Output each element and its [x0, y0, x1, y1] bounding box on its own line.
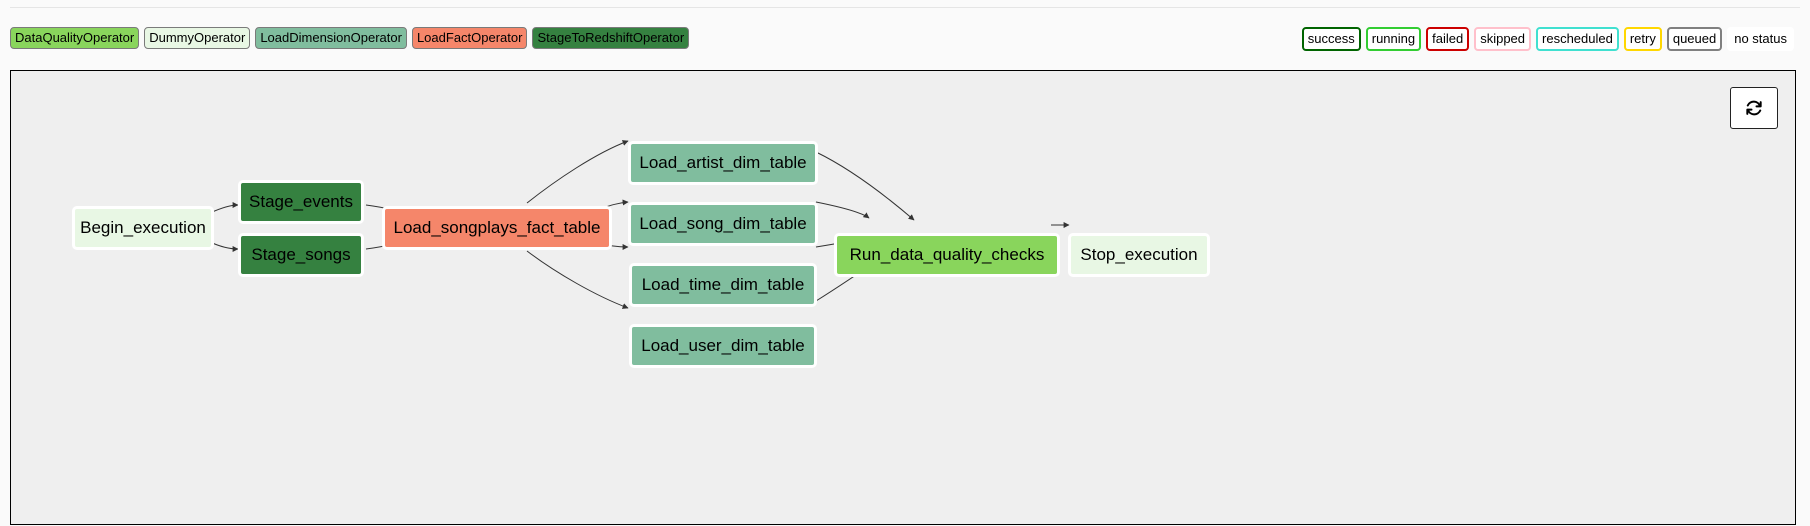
task-label: Run_data_quality_checks: [849, 245, 1045, 264]
task-label: Begin_execution: [80, 218, 206, 237]
task-label: Stage_events: [249, 192, 353, 211]
top-divider: [10, 7, 1800, 8]
task-label: Load_song_dim_table: [639, 214, 807, 233]
task-load-artist-dim-table[interactable]: Load_artist_dim_table: [628, 141, 818, 185]
task-stage-events[interactable]: Stage_events: [238, 180, 364, 224]
legend-dummy-operator[interactable]: DummyOperator: [144, 27, 251, 49]
status-running[interactable]: running: [1365, 27, 1422, 51]
edge-begin-stage-songs: [209, 241, 239, 252]
graph-canvas[interactable]: Begin_execution Stage_events Stage_songs…: [10, 70, 1796, 525]
legend-load-fact-operator[interactable]: LoadFactOperator: [411, 27, 528, 49]
operator-legend: DataQualityOperator DummyOperator LoadDi…: [10, 27, 690, 49]
task-label: Stop_execution: [1080, 245, 1198, 264]
task-run-data-quality-checks[interactable]: Run_data_quality_checks: [834, 233, 1060, 277]
status-failed[interactable]: failed: [1426, 27, 1470, 51]
task-load-user-dim-table[interactable]: Load_user_dim_table: [629, 324, 817, 368]
legend-stage-to-redshift-operator[interactable]: StageToRedshiftOperator: [532, 27, 690, 49]
task-load-song-dim-table[interactable]: Load_song_dim_table: [628, 202, 818, 246]
task-load-songplays-fact-table[interactable]: Load_songplays_fact_table: [382, 206, 612, 250]
edge-artist-quality: [815, 151, 915, 221]
edge-song-quality: [815, 201, 870, 219]
status-retry[interactable]: retry: [1623, 27, 1662, 51]
status-success[interactable]: success: [1301, 27, 1361, 51]
edge-fact-artist: [526, 140, 629, 204]
legend-data-quality-operator[interactable]: DataQualityOperator: [10, 27, 140, 49]
task-stage-songs[interactable]: Stage_songs: [238, 233, 364, 277]
refresh-icon: [1746, 100, 1762, 116]
refresh-button[interactable]: [1730, 87, 1778, 129]
task-label: Load_songplays_fact_table: [393, 218, 601, 237]
status-legend: success running failed skipped reschedul…: [1301, 27, 1794, 51]
task-label: Stage_songs: [251, 245, 351, 264]
task-label: Load_user_dim_table: [641, 336, 805, 355]
task-label: Load_time_dim_table: [641, 275, 805, 294]
status-rescheduled[interactable]: rescheduled: [1536, 27, 1619, 51]
task-label: Load_artist_dim_table: [639, 153, 807, 172]
task-stop-execution[interactable]: Stop_execution: [1068, 233, 1210, 277]
status-queued[interactable]: queued: [1666, 27, 1723, 51]
legend-load-dimension-operator[interactable]: LoadDimensionOperator: [255, 27, 407, 49]
task-load-time-dim-table[interactable]: Load_time_dim_table: [629, 263, 817, 307]
graph-edges: [209, 140, 1070, 309]
task-begin-execution[interactable]: Begin_execution: [72, 206, 214, 250]
edge-fact-user: [526, 250, 629, 309]
edge-begin-stage-events: [209, 202, 239, 214]
status-no-status[interactable]: no status: [1727, 27, 1794, 51]
status-skipped[interactable]: skipped: [1474, 27, 1532, 51]
